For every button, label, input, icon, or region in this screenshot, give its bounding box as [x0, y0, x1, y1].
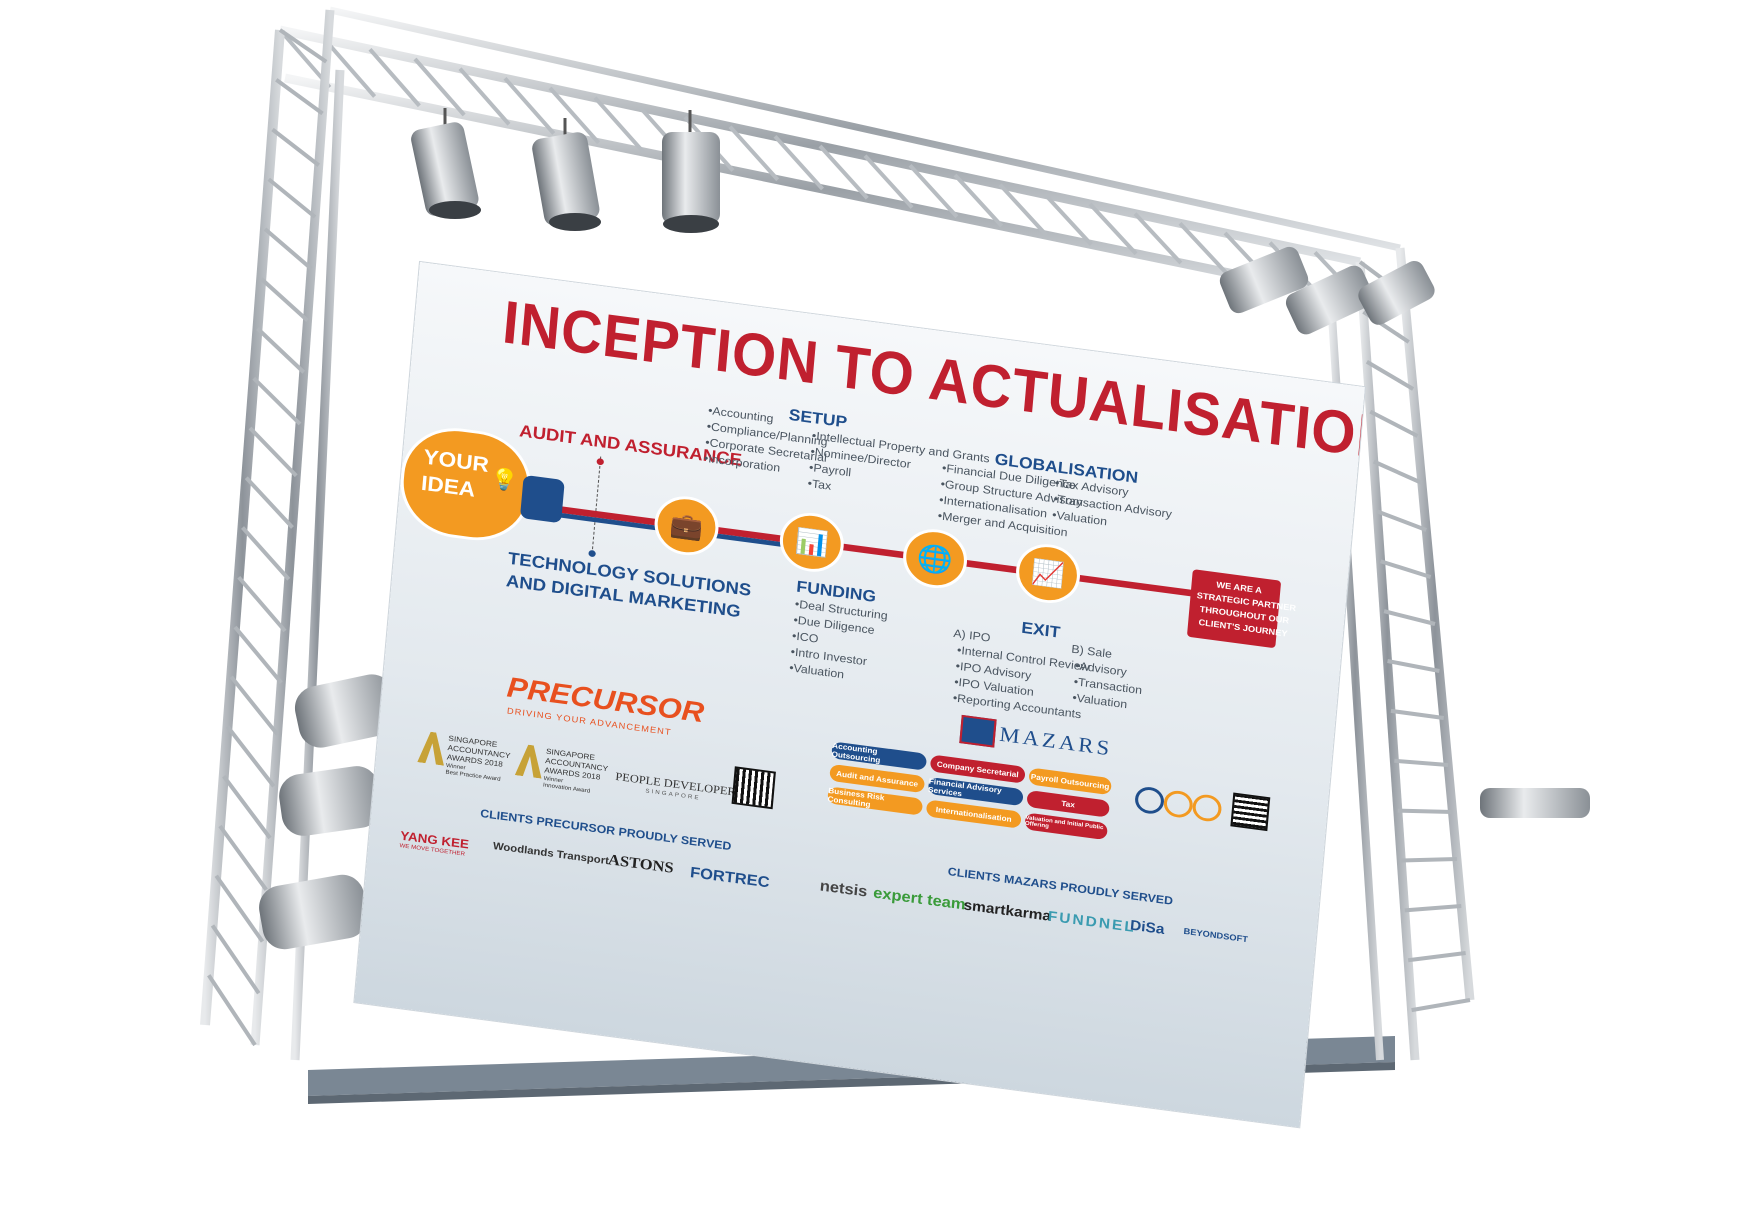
right-truss-tower [1326, 247, 1475, 1061]
truss-strut [1133, 212, 1183, 265]
truss-strut [225, 725, 276, 788]
truss-strut [248, 426, 298, 478]
truss-strut [593, 96, 645, 154]
truss-strut [263, 227, 313, 271]
spotlight-left-3 [259, 874, 368, 950]
exit-heading: EXIT [1020, 618, 1062, 642]
service-pill: Valuation and Initial Public Offering [1024, 812, 1109, 841]
award-logo-icon [515, 743, 545, 778]
spotlight-right-2 [1285, 265, 1375, 335]
truss-strut [728, 125, 780, 182]
truss-strut [1365, 360, 1415, 391]
truss-strut [256, 327, 306, 374]
stat-badge-icon [1162, 789, 1194, 820]
truss-strut [818, 144, 869, 200]
truss-strut [1088, 202, 1138, 256]
spotlight-right-3 [1358, 260, 1435, 325]
left-truss-tower [200, 9, 345, 1061]
spotlight-left-1 [294, 674, 398, 748]
truss-strut [1369, 409, 1419, 438]
truss-strut [1407, 951, 1466, 963]
truss-strut [773, 134, 824, 191]
banner-poster: INCEPTION TO ACTUALISATION YOUR IDEA 💡 A… [354, 262, 1365, 1128]
truss-strut [210, 924, 261, 995]
spotlight-right-side [1480, 788, 1590, 818]
truss-strut [267, 177, 317, 219]
truss-strut [233, 625, 283, 685]
truss-strut [244, 476, 294, 529]
truss-strut [207, 974, 257, 1047]
award-2-line5: Innovation Award [542, 782, 591, 795]
truss-strut [1394, 758, 1449, 767]
truss-strut [323, 38, 377, 98]
award-logo-icon [417, 730, 447, 765]
client-logo-astons: ASTONS [607, 852, 675, 877]
stat-badge-icon [1133, 785, 1166, 816]
truss-strut [218, 824, 268, 891]
truss-strut [1390, 708, 1445, 720]
truss-strut [229, 675, 280, 736]
top-truss [278, 6, 1401, 305]
truss-strut [548, 86, 601, 145]
truss-strut [863, 154, 914, 209]
truss-strut [241, 526, 291, 581]
truss-strut [271, 127, 320, 167]
mazars-logo: MAZARS [998, 721, 1114, 761]
client-logo-fortrec: FORTREC [689, 864, 771, 892]
stat-badge-icon [1191, 792, 1223, 824]
truss-strut [275, 78, 324, 116]
truss-strut [1383, 609, 1436, 626]
spotlight-right-1 [1219, 246, 1309, 314]
award-1-line5: Best Practice Award [445, 769, 501, 783]
truss-strut [1178, 221, 1228, 274]
bar-chart-icon: 📊 [777, 509, 847, 576]
truss-strut [214, 874, 265, 943]
truss-strut [237, 575, 287, 633]
truss-strut [458, 67, 511, 126]
client-logo-smartkarma: smartkarma [962, 897, 1052, 925]
truss-strut [1387, 659, 1440, 673]
spotlight-top-3 [662, 110, 720, 233]
spotlight-top-2 [532, 118, 601, 231]
truss-strut [1376, 509, 1427, 532]
truss-strut [1043, 192, 1093, 246]
qr-code-icon [1230, 792, 1271, 832]
lightbulb-icon: 💡 [489, 465, 520, 493]
spotlight-top-1 [411, 108, 481, 219]
client-logo-netsis: netsis [819, 878, 869, 901]
truss-strut [998, 183, 1048, 237]
exit-ipo-list: Internal Control Review IPO Advisory IPO… [952, 642, 1090, 723]
truss-strut [1401, 857, 1457, 863]
spotlight-left-2 [279, 766, 382, 836]
client-logo-fundnel: FUNDNEL [1047, 908, 1137, 936]
truss-strut [1404, 904, 1462, 913]
truss-strut [413, 57, 466, 117]
client-logo-beyondsoft: BEYONDSOFT [1183, 926, 1249, 945]
truss-strut [278, 28, 328, 64]
truss-strut [908, 163, 959, 219]
qr-code-icon [731, 766, 776, 810]
truss-strut [953, 173, 1004, 228]
truss-strut [222, 775, 272, 840]
truss-strut [1397, 808, 1453, 814]
bulb-socket [519, 474, 565, 524]
truss-strut [503, 77, 556, 135]
truss-strut [1380, 559, 1432, 579]
truss-strut [252, 376, 302, 426]
mazars-logo-icon [959, 714, 997, 748]
exit-sale-list: Advisory Transaction Valuation [1072, 658, 1144, 715]
globe-icon: 🌐 [900, 525, 970, 592]
client-logo-woodlands: Woodlands Transport [492, 840, 610, 868]
truss-strut [1372, 459, 1423, 485]
truss-strut [368, 48, 421, 108]
truss-strut [259, 277, 309, 322]
briefcase-icon: 💼 [652, 492, 721, 560]
client-logo-expert-team: expert team [872, 885, 967, 914]
funding-list: Deal Structuring Due Diligence ICO Intro… [789, 596, 889, 688]
truss-strut [1411, 998, 1471, 1013]
presentation-icon: 📈 [1013, 540, 1083, 607]
